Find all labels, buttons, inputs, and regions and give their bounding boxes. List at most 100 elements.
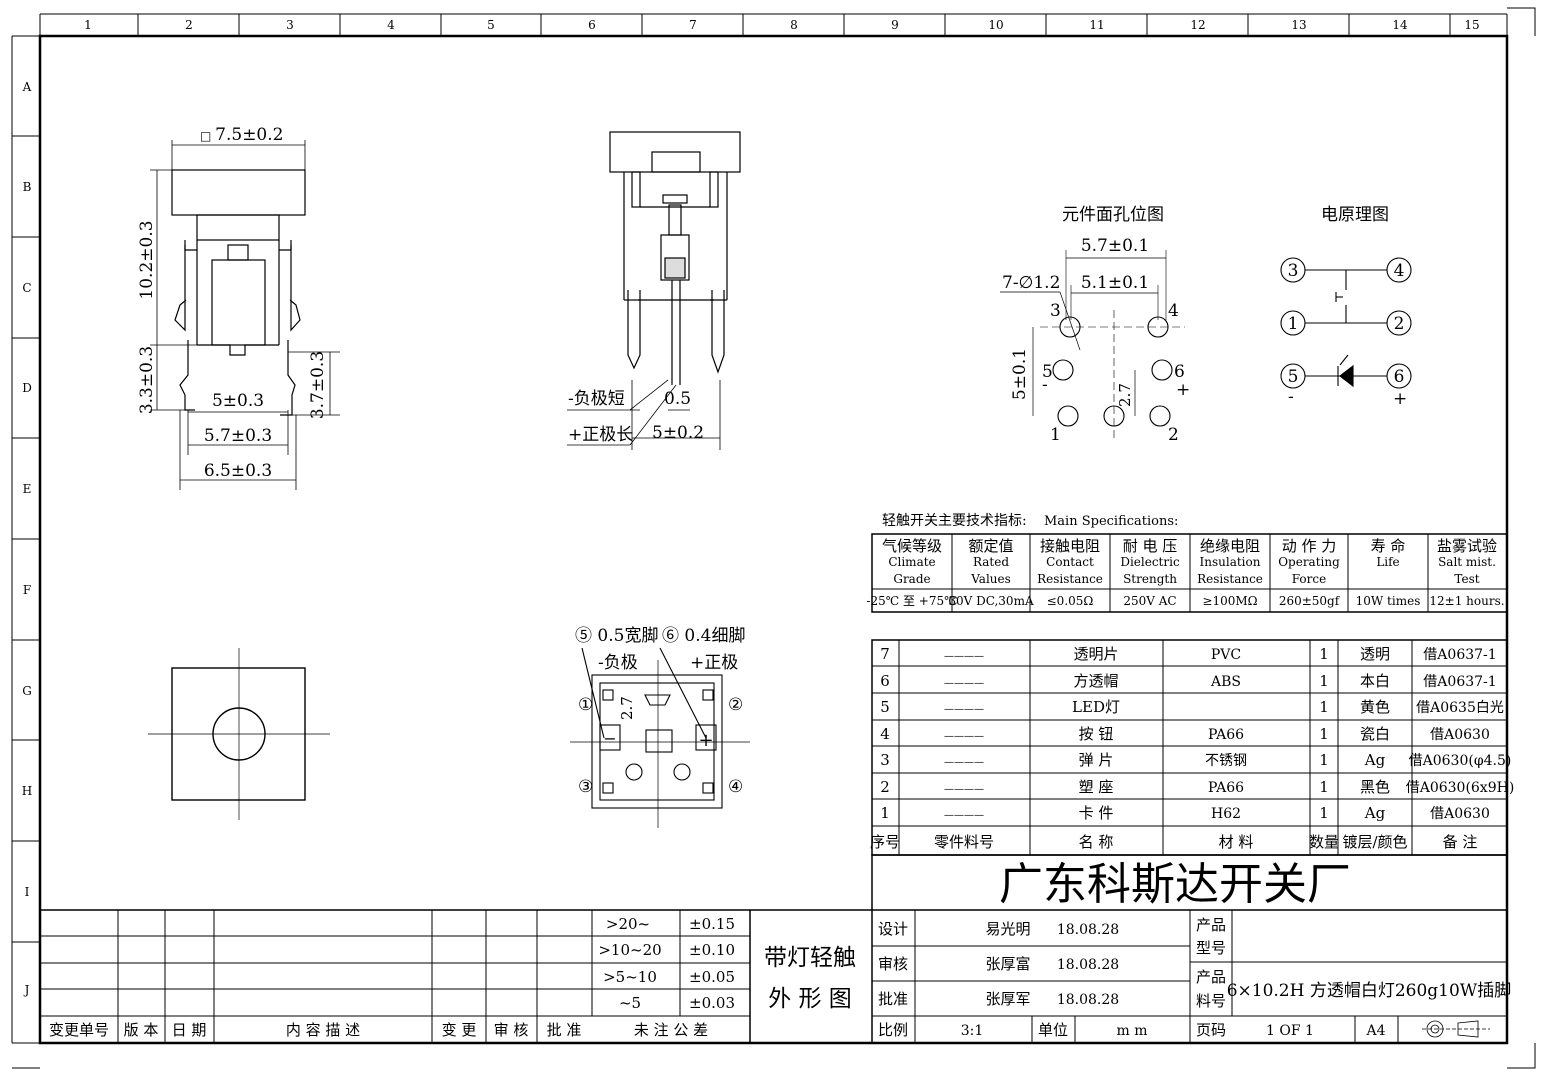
rev-header-change-no: 变更单号 xyxy=(49,1021,109,1039)
grid-col-12: 12 xyxy=(1190,18,1205,32)
bom-finish-3: 瓷白 xyxy=(1360,725,1390,743)
bom-name-0: 透明片 xyxy=(1073,645,1118,663)
rev-header-desc: 内 容 描 述 xyxy=(286,1021,360,1039)
sch-pin-6: 6 xyxy=(1394,367,1405,387)
grid-row-e: E xyxy=(23,482,32,496)
sch-pin-3: 3 xyxy=(1288,261,1299,281)
bom-header-qty: 数量 xyxy=(1309,833,1339,851)
specs-table xyxy=(871,533,1508,613)
rev-header-version: 版 本 xyxy=(124,1021,159,1039)
bom-header-name: 名 称 xyxy=(1079,833,1114,851)
bom-part-5: ———— xyxy=(944,784,984,795)
grid-row-letters: A B C D E F G H I J xyxy=(22,80,33,997)
bom-name-4: 弹 片 xyxy=(1079,751,1114,769)
schematic-title: 电原理图 xyxy=(1321,205,1389,225)
tol-value-1: ±0.15 xyxy=(689,915,735,933)
bom-part-4: ———— xyxy=(944,757,984,768)
bom-material-1: ABS xyxy=(1210,674,1241,690)
bom-part-2: ———— xyxy=(944,704,984,715)
grid-col-15: 15 xyxy=(1464,18,1479,32)
grid-row-f: F xyxy=(23,583,31,597)
specs-heading: 轻触开关主要技术指标: Main Specifications: xyxy=(882,513,1178,529)
tolerance-block xyxy=(40,910,750,1017)
grid-col-9: 9 xyxy=(891,18,899,32)
pcb-pin-5: 5 xyxy=(1042,362,1053,382)
tol-value-4: ±0.03 xyxy=(689,994,735,1012)
pin5-wide-label: ⑤ 0.5宽脚 xyxy=(575,626,658,646)
pcb-27-dim: 2.7 xyxy=(1116,383,1134,407)
tol-value-3: ±0.05 xyxy=(689,968,735,986)
spec-value-4: ≥100MΩ xyxy=(1202,594,1257,608)
top-view xyxy=(148,648,330,820)
grid-row-b: B xyxy=(23,180,32,194)
grid-col-6: 6 xyxy=(588,18,596,32)
bom-material-0: PVC xyxy=(1211,647,1241,663)
bom-no-0: 7 xyxy=(880,645,890,663)
spec-cn-0: 气候等级 xyxy=(882,537,942,555)
grid-column-numbers: 1 2 3 4 5 6 7 8 9 10 11 12 13 14 15 xyxy=(84,18,1479,32)
pcb-minus: - xyxy=(1042,375,1048,395)
approve-date: 18.08.28 xyxy=(1057,992,1119,1008)
reviewer-name: 张厚富 xyxy=(985,955,1030,973)
pcb-pin-6: 6 xyxy=(1174,362,1185,382)
spec-cn-1: 额定值 xyxy=(968,537,1013,555)
pin-right-dim: 3.7±0.3 xyxy=(308,351,328,419)
side-5-dim: 5±0.2 xyxy=(652,423,704,443)
drawing-name-2: 外 形 图 xyxy=(768,986,852,1012)
front-view xyxy=(171,169,306,416)
spec-cn-5: 动 作 力 xyxy=(1282,537,1337,555)
spec-en1-0: Climate xyxy=(888,555,935,569)
unit-label: 单位 xyxy=(1038,1021,1068,1039)
spec-en2-0: Grade xyxy=(893,572,930,586)
tol-range-4: ~5 xyxy=(619,994,641,1012)
bom-no-5: 2 xyxy=(880,778,890,796)
bom-finish-2: 黄色 xyxy=(1360,698,1390,716)
tolerance-label: 未 注 公 差 xyxy=(634,1021,708,1039)
bottom-view-texts: ⑤ 0.5宽脚 ⑥ 0.4细脚 -负极 +正极 2.7 ① ② ③ ④ − + xyxy=(575,626,745,797)
grid-row-i: I xyxy=(25,885,30,899)
pcb-51-dim: 5.1±0.1 xyxy=(1081,273,1149,293)
bom-finish-1: 本白 xyxy=(1360,672,1390,690)
spec-en1-7: Salt mist. xyxy=(1438,555,1496,569)
spec-value-2: ≤0.05Ω xyxy=(1047,594,1094,608)
pcb-title: 元件面孔位图 xyxy=(1062,205,1164,225)
spec-cn-4: 绝缘电阻 xyxy=(1200,537,1260,555)
rev-header-review: 审 核 xyxy=(494,1021,529,1039)
bom-qty-0: 1 xyxy=(1319,645,1329,663)
pcb-texts: 元件面孔位图 5.7±0.1 5.1±0.1 7-∅1.2 5±0.1 2.7 … xyxy=(1002,205,1190,445)
grid-col-4: 4 xyxy=(387,18,395,32)
spec-value-7: 12±1 hours. xyxy=(1429,594,1504,608)
bom-header-part: 零件料号 xyxy=(934,833,994,851)
tol-range-1: >20~ xyxy=(606,915,650,933)
bottom-pos-label: +正极 xyxy=(690,653,738,673)
grid-col-3: 3 xyxy=(286,18,294,32)
bom-header-remark: 备 注 xyxy=(1443,833,1478,851)
grid-row-c: C xyxy=(22,281,31,295)
bom-name-2: LED灯 xyxy=(1072,698,1120,716)
side-view xyxy=(609,131,741,385)
sch-pin-5: 5 xyxy=(1288,367,1299,387)
grid-col-8: 8 xyxy=(790,18,798,32)
revision-block xyxy=(40,910,592,1043)
pitch-65-dim: 6.5±0.3 xyxy=(204,461,272,481)
product-desc: 6×10.2H 方透帽白灯260g10W插脚 xyxy=(1227,981,1512,1001)
bom-material-3: PA66 xyxy=(1208,727,1244,743)
spec-value-5: 260±50gf xyxy=(1279,594,1341,608)
tol-range-2: >10~20 xyxy=(598,941,661,959)
total-height-dim: 10.2±0.3 xyxy=(137,220,157,299)
spec-en2-1: Values xyxy=(970,572,1011,586)
grid-col-14: 14 xyxy=(1392,18,1408,32)
bom-header-material: 材 料 xyxy=(1219,833,1254,851)
scale-value: 3:1 xyxy=(961,1023,984,1039)
bom-name-5: 塑 座 xyxy=(1079,778,1114,796)
page-label: 页码 xyxy=(1196,1021,1226,1039)
side-dimension-lines xyxy=(567,379,721,450)
bom-remark-4: 借A0630(φ4.5) xyxy=(1409,753,1512,769)
grid-row-a: A xyxy=(22,80,32,94)
bom-finish-0: 透明 xyxy=(1360,645,1390,663)
sch-pin-1: 1 xyxy=(1288,314,1299,334)
model-label-1: 产品 xyxy=(1196,916,1226,934)
bom-name-6: 卡 件 xyxy=(1079,804,1114,822)
